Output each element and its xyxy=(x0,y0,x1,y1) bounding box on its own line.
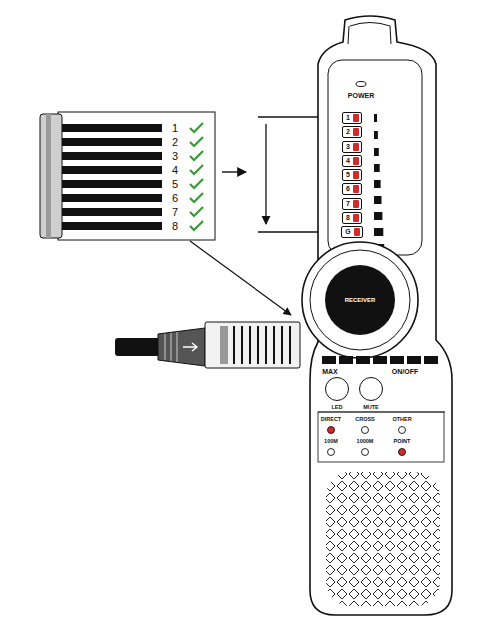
led-light xyxy=(353,171,359,179)
led-light xyxy=(353,157,359,165)
mode-label: CROSS xyxy=(355,417,375,423)
led-indicator: 2 xyxy=(342,126,362,138)
led-light xyxy=(353,143,359,151)
speed-label: 1000M xyxy=(357,439,374,445)
wire-number: 4 xyxy=(172,165,178,176)
led-light xyxy=(353,200,359,208)
led-indicator: 7 xyxy=(342,198,362,210)
led-light xyxy=(353,214,359,222)
led-indicator: 6 xyxy=(342,183,362,195)
mode-label: POINT xyxy=(394,439,411,445)
connector-wires xyxy=(40,112,215,240)
button-label: RECEIVER xyxy=(345,297,376,303)
led-light xyxy=(353,114,359,122)
speaker-grille xyxy=(326,472,440,606)
pin-number: 5 xyxy=(346,170,350,180)
button-label: LED xyxy=(332,404,343,411)
pin-number: 2 xyxy=(346,127,350,137)
wire-number: 3 xyxy=(172,151,178,162)
wire-number: 6 xyxy=(172,193,178,204)
pin-number: 6 xyxy=(346,184,350,194)
wire-number: 8 xyxy=(172,221,178,232)
led-indicator: 3 xyxy=(342,141,362,153)
pin-number: 4 xyxy=(346,156,350,166)
pin-number: G xyxy=(345,227,350,237)
button-cap xyxy=(359,377,383,401)
button-label: MUTE xyxy=(363,404,379,411)
led-indicator: G xyxy=(341,226,362,238)
volume-label: MAX xyxy=(322,368,338,375)
mode-label: OTHER xyxy=(392,417,411,423)
button-cap xyxy=(325,377,349,401)
pin-number: 7 xyxy=(346,199,350,209)
speed-label: 100M xyxy=(324,439,338,445)
led-indicator: 5 xyxy=(342,169,362,181)
power-led xyxy=(356,82,366,87)
arrow xyxy=(190,241,291,315)
push-button: LED xyxy=(325,377,349,411)
wire-number: 1 xyxy=(172,123,178,134)
pin-number: 3 xyxy=(346,142,350,152)
wire-number: 2 xyxy=(172,137,178,148)
arrow xyxy=(222,171,246,172)
pin-number: 8 xyxy=(346,213,350,223)
led-indicator: 8 xyxy=(342,212,362,224)
led-indicator: 1 xyxy=(342,112,362,124)
tester-body xyxy=(302,16,452,615)
push-button: MUTE xyxy=(359,377,383,411)
pin-number: 1 xyxy=(346,113,350,123)
power-label: POWER xyxy=(348,92,374,99)
led-light xyxy=(353,185,359,193)
led-indicator: 4 xyxy=(342,155,362,167)
led-light xyxy=(353,128,359,136)
mode-label: DIRECT xyxy=(321,417,341,423)
wire-number: 7 xyxy=(172,207,178,218)
receiver-button: RECEIVER xyxy=(325,265,395,335)
rj45-plug xyxy=(115,322,300,368)
wire-number: 5 xyxy=(172,179,178,190)
switch-label: ON/OFF xyxy=(392,368,418,375)
led-light xyxy=(354,228,360,236)
